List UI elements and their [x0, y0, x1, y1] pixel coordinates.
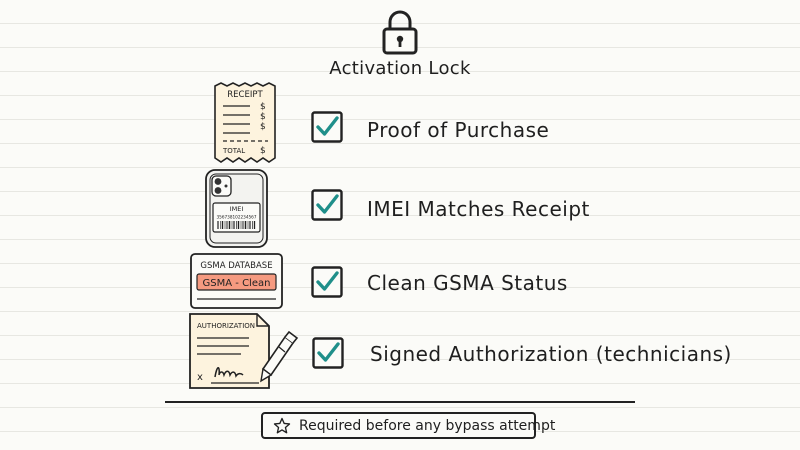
checkbox-imei-matches[interactable] — [311, 189, 343, 221]
star-icon — [273, 417, 291, 433]
footer-divider — [165, 401, 635, 403]
receipt-price-3: $ — [260, 122, 266, 132]
camera-module — [211, 175, 232, 197]
gsma-status: GSMA - Clean — [203, 278, 271, 289]
checkbox-proof-of-purchase[interactable] — [311, 111, 343, 143]
authorization-form-icon: AUTHORIZATION x — [189, 313, 299, 389]
check-icon — [317, 342, 340, 362]
label-proof-of-purchase: Proof of Purchase — [367, 118, 550, 142]
receipt-price-2: $ — [260, 112, 266, 122]
label-imei-matches-receipt: IMEI Matches Receipt — [367, 197, 590, 221]
checkbox-clean-gsma[interactable] — [311, 266, 343, 298]
check-icon — [316, 271, 339, 291]
gsma-heading: GSMA DATABASE — [200, 261, 272, 271]
gsma-status-badge — [196, 273, 277, 291]
footer-text: Required before any bypass attempt — [299, 417, 556, 434]
check-icon — [316, 116, 339, 136]
receipt-heading: RECEIPT — [227, 90, 263, 100]
receipt-icon: RECEIPT $ $ $ TOTAL $ — [214, 82, 276, 163]
receipt-total-label: TOTAL — [222, 147, 245, 155]
footer-note: Required before any bypass attempt — [261, 412, 555, 439]
receipt-total-price: $ — [260, 146, 266, 156]
check-icon — [316, 194, 339, 214]
signature-mark: x — [197, 372, 203, 383]
lock-icon — [382, 10, 418, 55]
label-signed-authorization: Signed Authorization (technicians) — [370, 342, 732, 366]
barcode — [217, 221, 256, 229]
authorization-heading: AUTHORIZATION — [197, 322, 255, 330]
imei-label-title: IMEI — [230, 205, 244, 213]
receipt-paper — [214, 82, 276, 163]
page-title: Activation Lock — [329, 58, 471, 79]
signature-scribble — [214, 367, 244, 378]
label-clean-gsma-status: Clean GSMA Status — [367, 271, 568, 295]
pen-icon — [260, 330, 299, 383]
imei-number: 356738102234567 — [217, 215, 257, 220]
phone-icon: IMEI 356738102234567 — [205, 169, 268, 248]
receipt-price-1: $ — [260, 102, 266, 112]
checkbox-signed-authorization[interactable] — [312, 337, 344, 369]
gsma-card-icon: GSMA DATABASE GSMA - Clean — [190, 253, 283, 309]
